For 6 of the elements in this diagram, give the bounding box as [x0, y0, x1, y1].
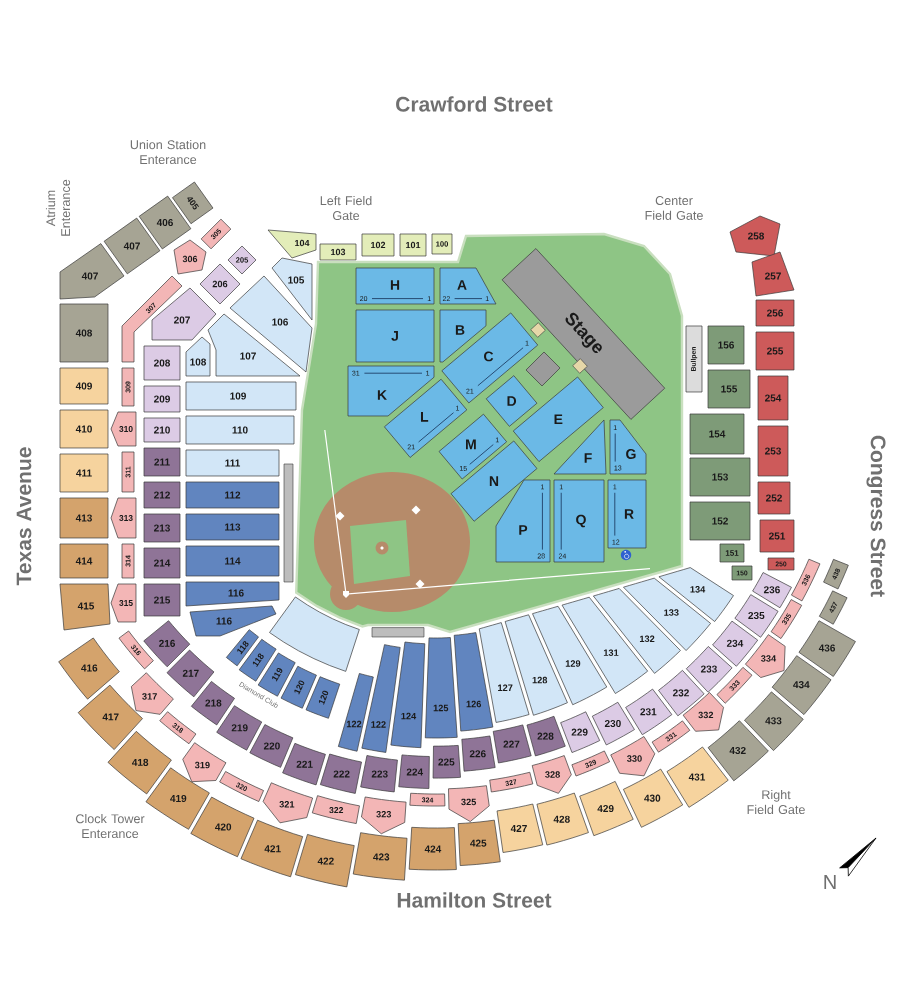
seating-section — [269, 596, 360, 672]
north-label: N — [824, 875, 836, 889]
street-name: Hamilton Street — [397, 892, 552, 908]
street-name: Texas Avenue — [16, 447, 32, 586]
street-name: Crawford Street — [396, 96, 553, 112]
street-name: Congress Street — [866, 435, 886, 597]
